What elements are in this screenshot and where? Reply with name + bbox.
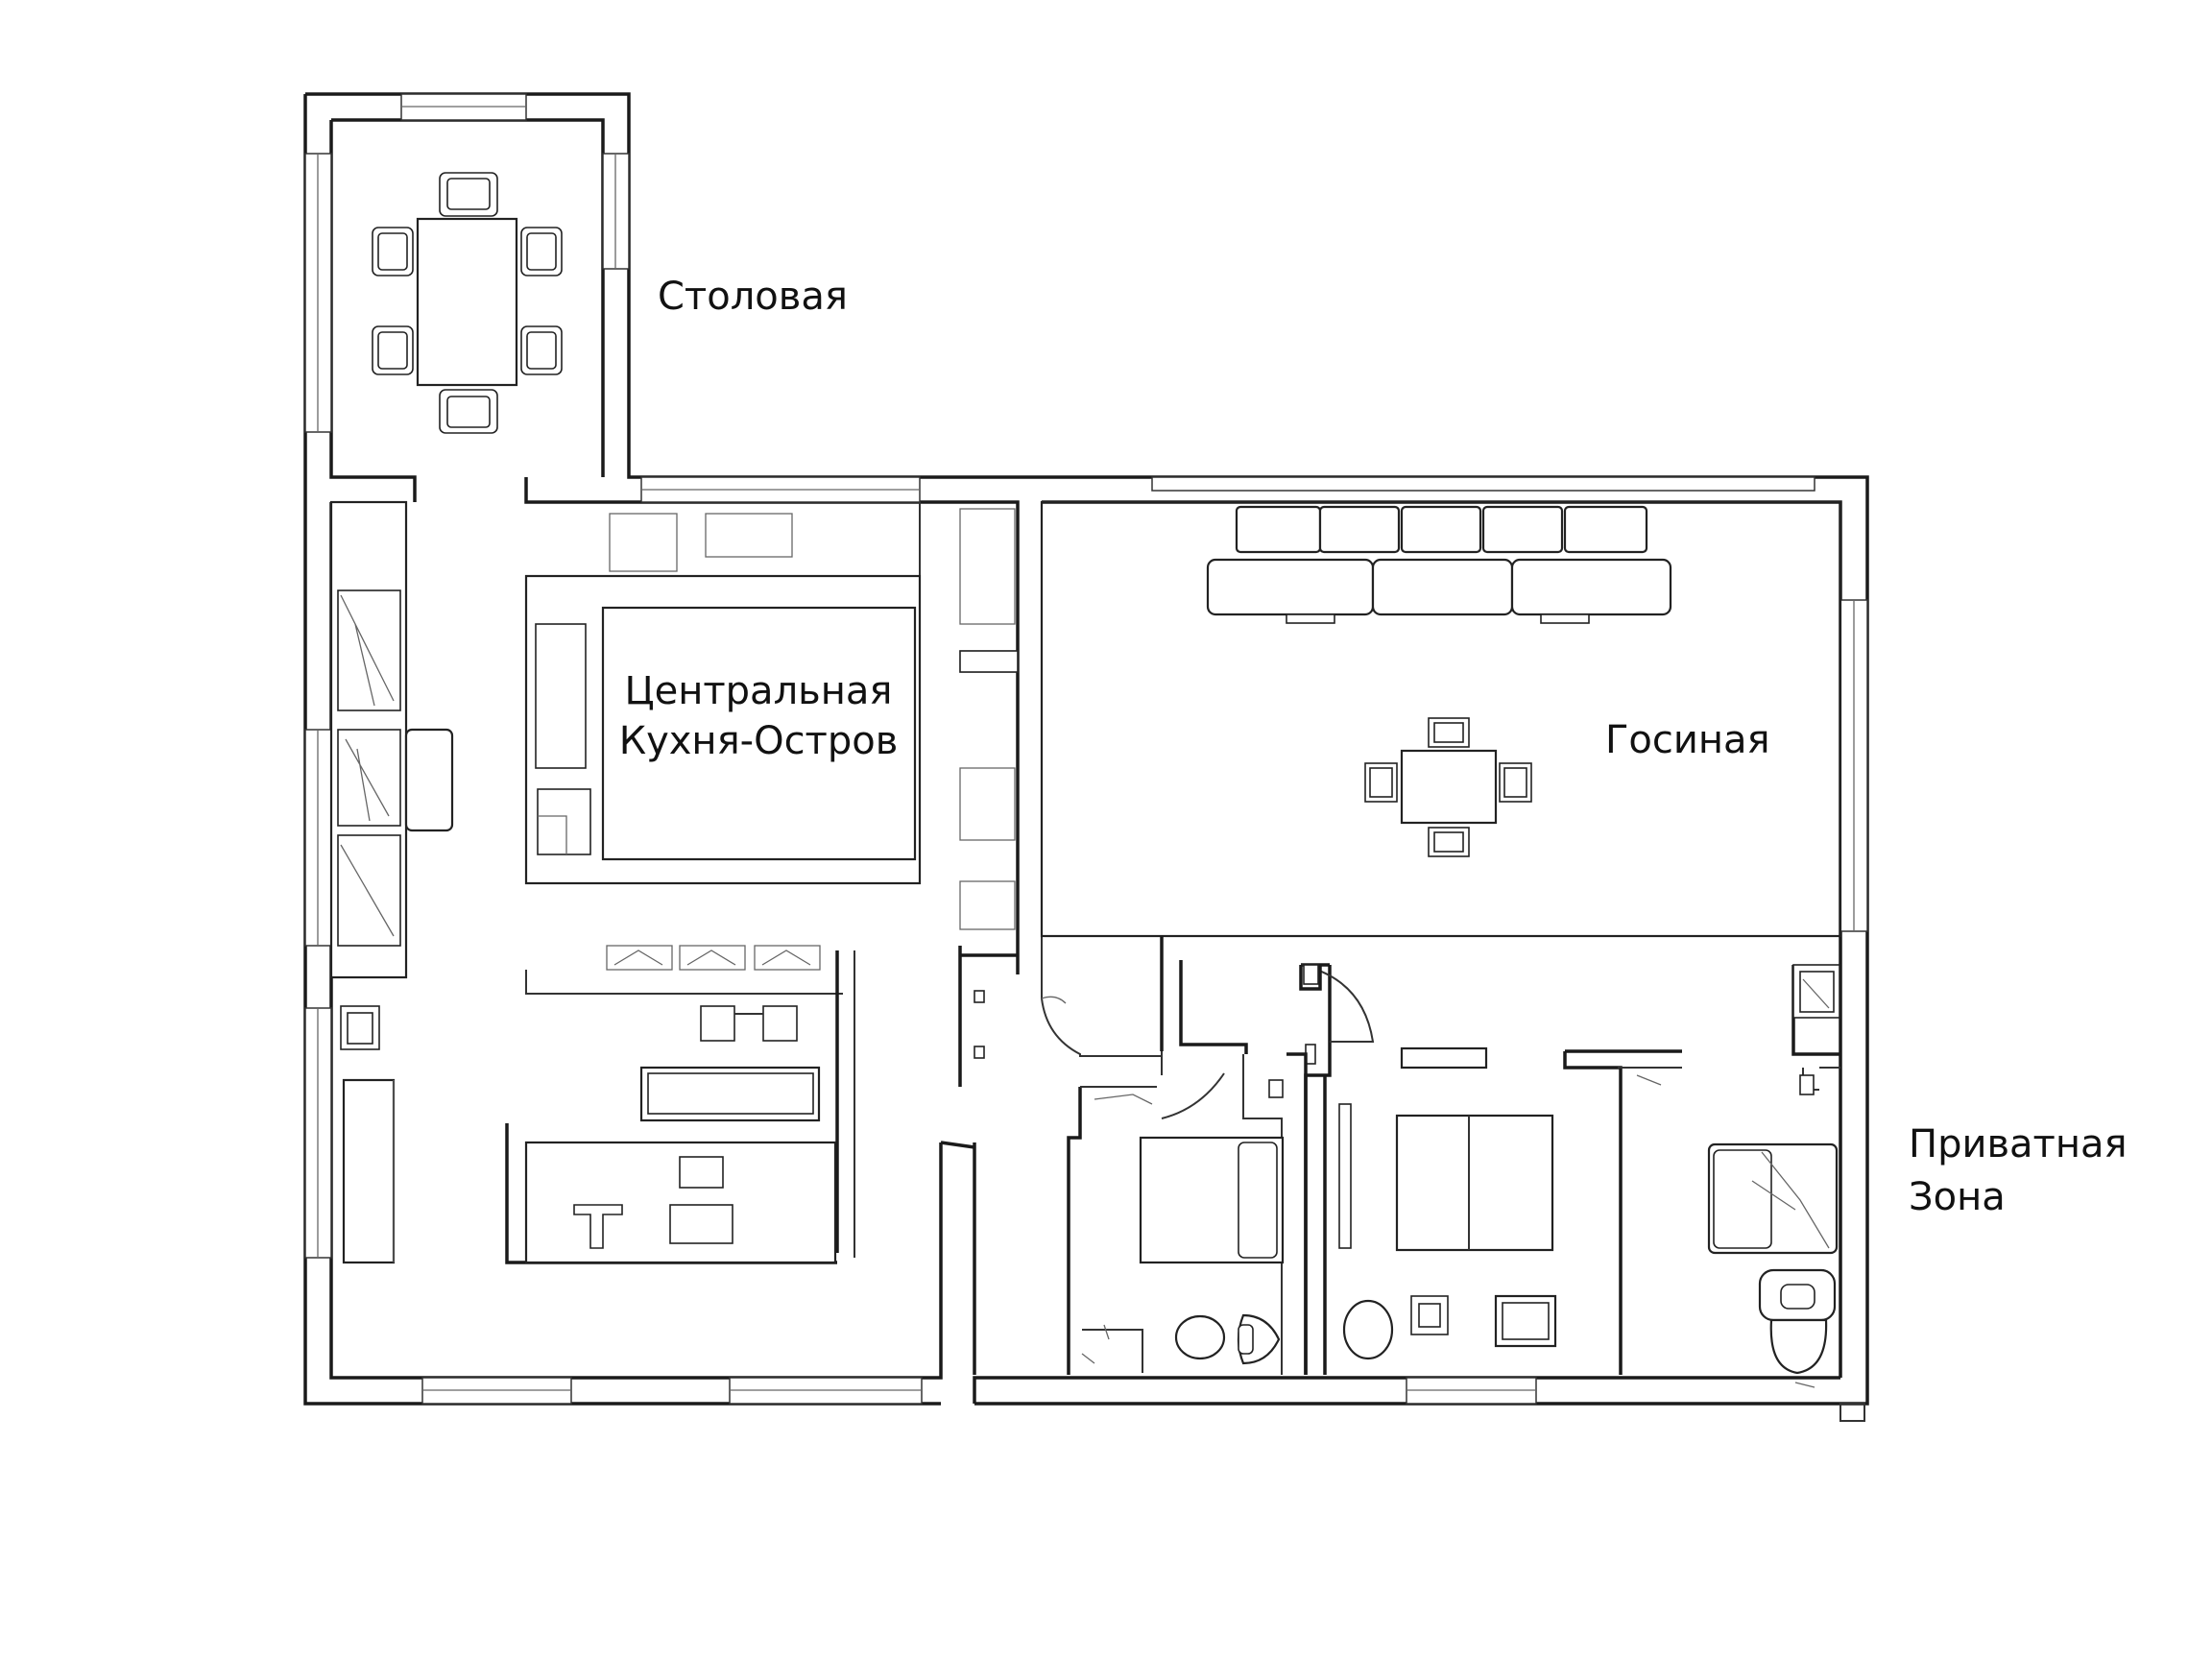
dining-table-set	[372, 172, 563, 434]
kitchen-furniture	[329, 500, 1019, 1264]
dining-label: Столовая	[658, 275, 848, 319]
private-zone	[1067, 936, 1840, 1388]
living-furniture	[1040, 500, 1842, 938]
kitchen-label-line1: Центральная	[625, 669, 893, 713]
kitchen-label-line2: Кухня-Остров	[619, 719, 899, 763]
private-label-line2: Зона	[1909, 1175, 2006, 1219]
private-label-line1: Приватная	[1909, 1122, 2128, 1166]
living-label: Госиная	[1605, 718, 1770, 762]
corridor	[940, 502, 1163, 1375]
